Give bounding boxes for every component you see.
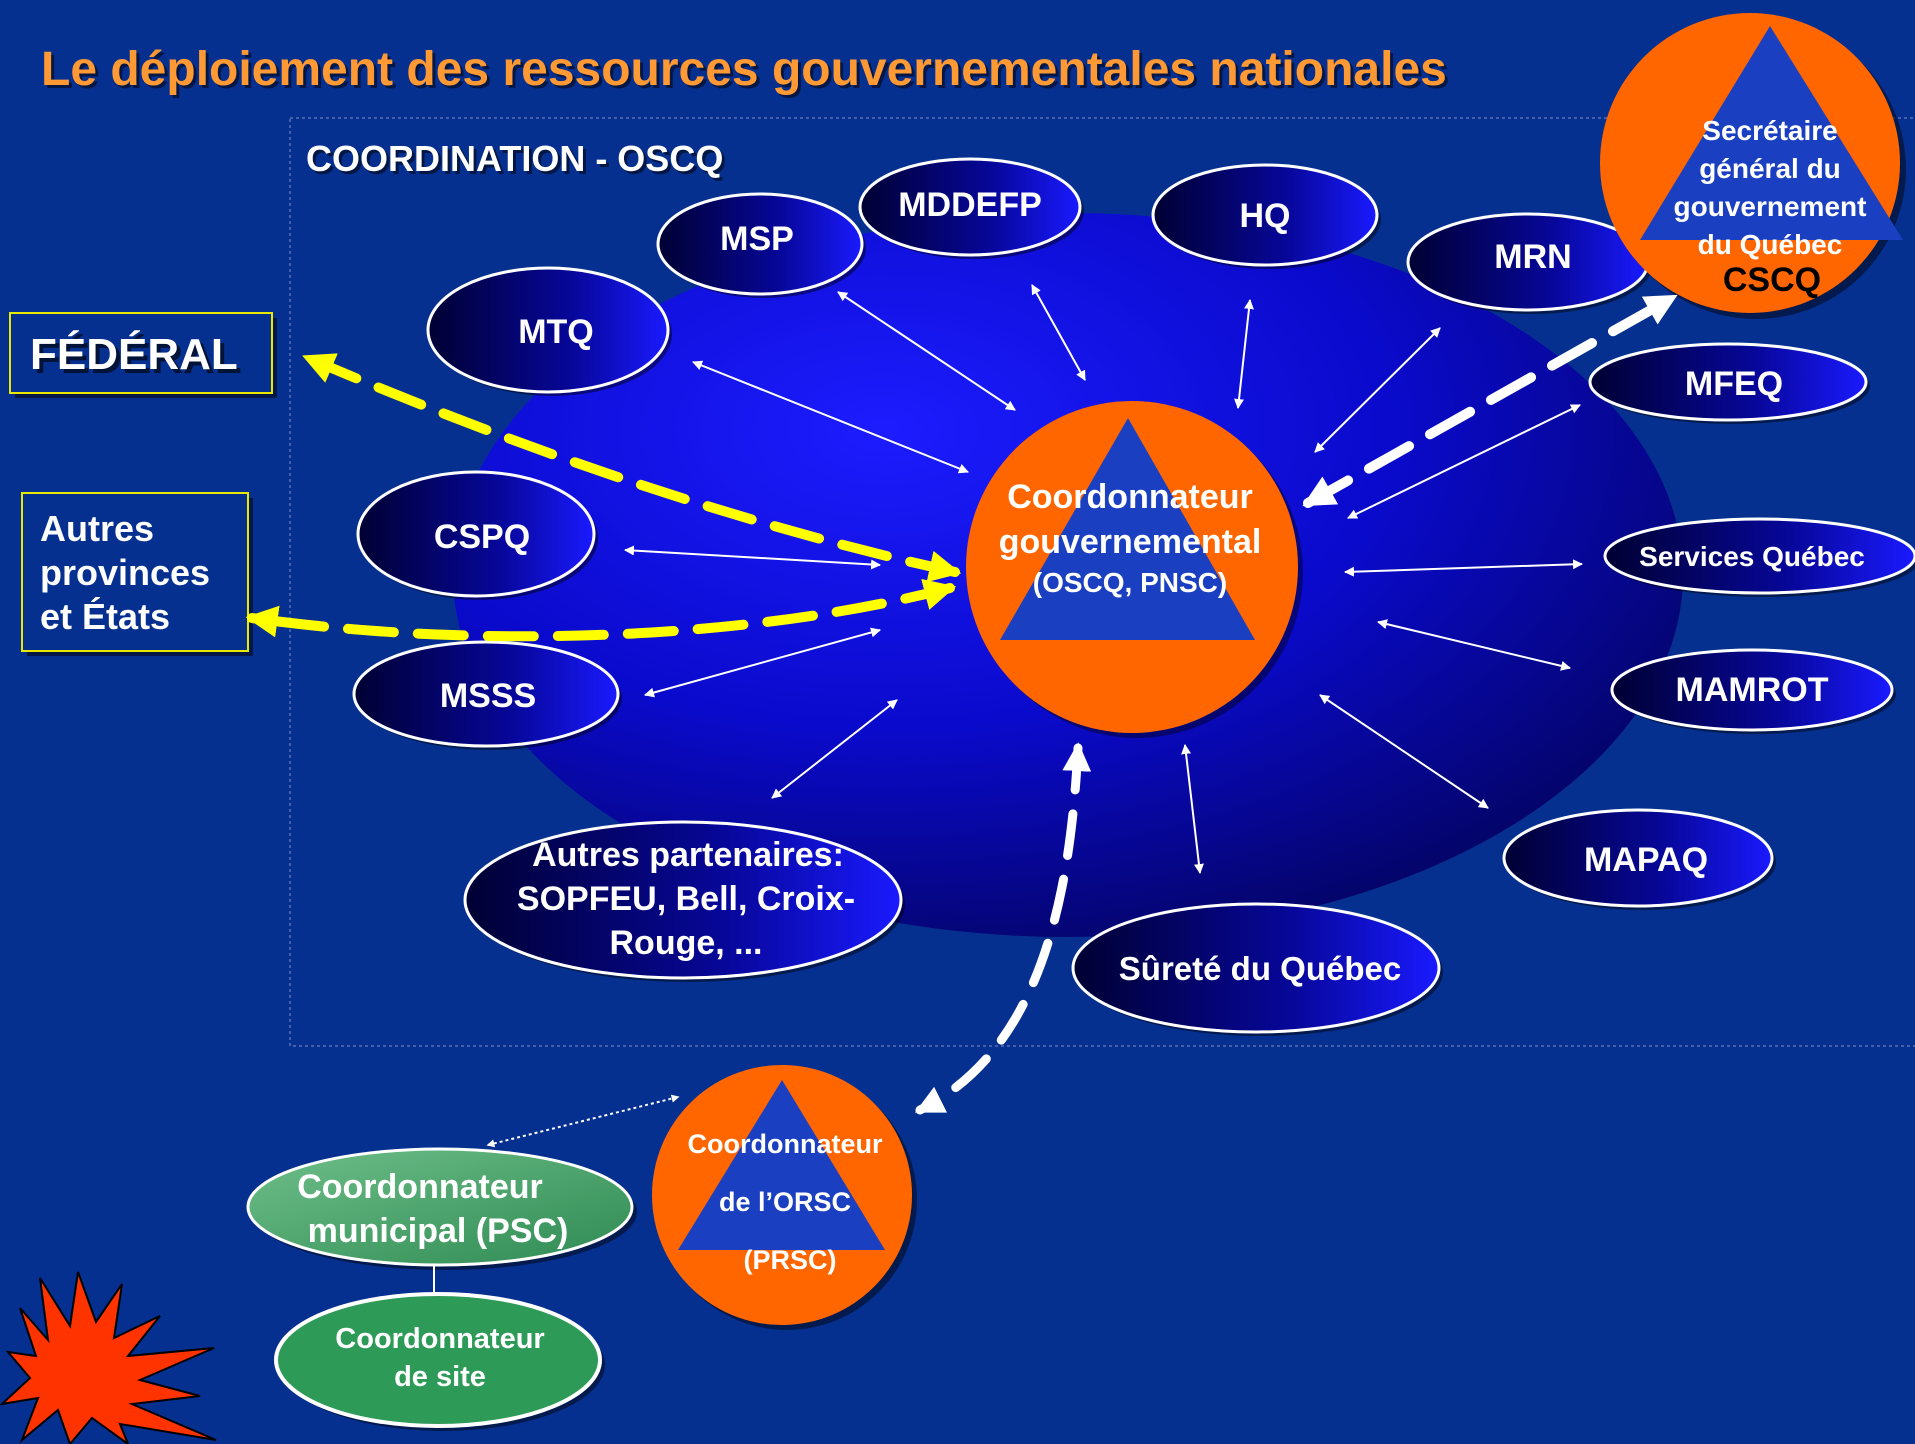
node-label-autres-partenaires-3: Rouge, ...: [610, 924, 763, 962]
sgq-label-5: CSCQ: [1723, 261, 1821, 299]
node-surete-du-quebec: [1071, 902, 1443, 1036]
node-mrn: [1406, 212, 1652, 314]
node-label-mapaq: MAPAQ: [1584, 841, 1708, 879]
node-label-services-quebec: Services Québec: [1639, 541, 1865, 572]
secretaire-triangle: [1640, 26, 1903, 240]
node-label-cspq: CSPQ: [434, 518, 530, 556]
node-hq: [1151, 163, 1381, 269]
arrow-municipal-to-orsc: [486, 1094, 680, 1148]
orsc-node: Coordonnateur de l’ORSC (PRSC): [652, 1065, 917, 1330]
arrow-autres-partenaires: [771, 699, 898, 799]
arrow-mamrot: [1377, 619, 1571, 671]
autres-provinces-label-2: provinces: [40, 552, 210, 593]
arrow-surete: [1181, 744, 1204, 874]
sgq-label-4: du Québec: [1698, 229, 1843, 260]
node-label-autres-partenaires-2: SOPFEU, Bell, Croix-: [517, 880, 855, 918]
municipal-label-1: Coordonnateur: [297, 1168, 543, 1206]
arrow-hq: [1234, 299, 1254, 409]
autres-provinces-label-3: et États: [40, 596, 170, 637]
arrow-msss: [644, 627, 881, 698]
municipal-coordinator-node: Coordonnateur municipal (PSC): [246, 1147, 637, 1270]
coordination-label: COORDINATION - OSCQ: [306, 138, 723, 179]
svg-text:FÉDÉRAL: FÉDÉRAL: [34, 333, 242, 383]
node-label-autres-partenaires-1: Autres partenaires:: [532, 836, 844, 874]
arrow-to-autres-provinces: [245, 578, 957, 642]
node-labels: MSP MDDEFP HQ MRN MTQ MFEQ CSPQ Services…: [434, 186, 1865, 987]
municipal-label-2: municipal (PSC): [308, 1212, 569, 1250]
node-services-quebec: [1603, 517, 1915, 597]
central-triangle: [1000, 418, 1255, 640]
orsc-triangle: [678, 1080, 885, 1250]
node-label-msss: MSSS: [440, 677, 536, 715]
arrow-msp: [837, 291, 1016, 411]
node-autres-partenaires: [463, 820, 905, 982]
node-mamrot: [1610, 648, 1896, 734]
arrow-to-secretaire: [1302, 293, 1678, 508]
node-label-surete: Sûreté du Québec: [1119, 950, 1401, 987]
node-label-mamrot: MAMROT: [1676, 671, 1829, 709]
central-label-1: Coordonnateur: [1007, 478, 1253, 516]
orsc-label-3: (PRSC): [744, 1245, 837, 1275]
node-mddefp: [858, 157, 1084, 259]
node-label-hq: HQ: [1240, 197, 1291, 235]
site-label-1: Coordonnateur: [335, 1323, 544, 1355]
secretaire-general-node: Secrétaire général du gouvernement du Qu…: [1600, 13, 1906, 319]
node-label-mrn: MRN: [1494, 238, 1571, 276]
site-coordinator-node: Coordonnateur de site: [274, 1292, 605, 1431]
central-label-2: gouvernemental: [999, 523, 1262, 561]
central-label-3: (OSCQ, PNSC): [1033, 567, 1227, 598]
autres-provinces-box: Autres provinces et États: [21, 492, 253, 656]
node-label-mddefp: MDDEFP: [898, 186, 1042, 224]
svg-text:COORDINATION - OSCQ: COORDINATION - OSCQ: [309, 141, 726, 182]
svg-text:Le déploiement des ressources: Le déploiement des ressources gouverneme…: [44, 46, 1450, 99]
arrow-services: [1344, 559, 1583, 577]
arrow-to-federal: [302, 353, 962, 583]
autres-provinces-label-1: Autres: [40, 508, 154, 549]
node-label-mfeq: MFEQ: [1685, 365, 1783, 403]
arrow-orsc-to-center: [914, 742, 1092, 1115]
site-label-2: de site: [394, 1361, 486, 1393]
orsc-label-1: Coordonnateur: [688, 1129, 883, 1159]
node-mapaq: [1502, 808, 1776, 910]
node-label-msp: MSP: [720, 220, 794, 258]
sgq-label-2: général du: [1699, 153, 1841, 184]
orsc-label-2: de l’ORSC: [719, 1187, 851, 1217]
arrow-mddefp: [1031, 284, 1086, 381]
arrow-mapaq: [1319, 694, 1489, 809]
node-msp: [656, 192, 866, 298]
federal-box: FÉDÉRAL FÉDÉRAL: [9, 312, 277, 398]
page-title: Le déploiement des ressources gouverneme…: [41, 43, 1447, 96]
sgq-label-3: gouvernement: [1674, 191, 1867, 222]
explosion-icon: [0, 1271, 217, 1444]
federal-label: FÉDÉRAL: [30, 329, 238, 379]
sgq-label-1: Secrétaire: [1702, 115, 1837, 146]
central-coordinator: Coordonnateur gouvernemental (OSCQ, PNSC…: [966, 401, 1303, 738]
node-label-mtq: MTQ: [518, 313, 594, 351]
node-msss: [352, 640, 622, 750]
